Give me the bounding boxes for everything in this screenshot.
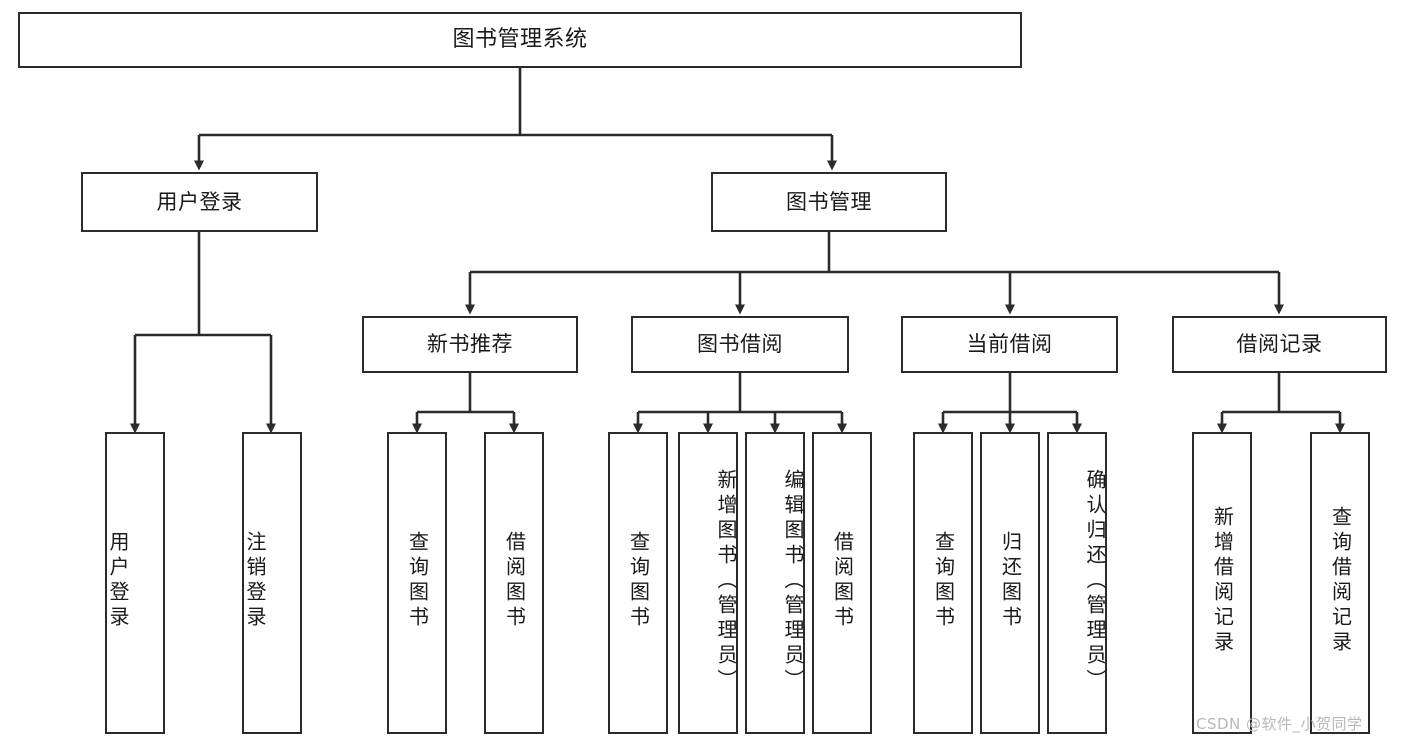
- leaf-query-book-current[interactable]: 查询图书: [913, 432, 973, 734]
- leaf-confirm-return-admin[interactable]: 确认归还（管理员）: [1047, 432, 1107, 734]
- node-current-borrow[interactable]: 当前借阅: [901, 316, 1118, 373]
- leaf-label: 确认归还（管理员）: [1083, 468, 1107, 694]
- leaf-return-book[interactable]: 归还图书: [980, 432, 1040, 734]
- leaf-label: 借阅图书: [830, 531, 855, 631]
- node-borrow-record[interactable]: 借阅记录: [1172, 316, 1387, 373]
- leaf-add-book-admin[interactable]: 新增图书（管理员）: [678, 432, 738, 734]
- node-user-login[interactable]: 用户登录: [81, 172, 318, 232]
- leaf-add-borrow-record[interactable]: 新增借阅记录: [1192, 432, 1252, 734]
- node-root-book-management-system[interactable]: 图书管理系统: [18, 12, 1022, 68]
- leaf-label: 查询借阅记录: [1328, 506, 1353, 656]
- leaf-label: 用户登录: [106, 531, 130, 631]
- leaf-label: 注销登录: [243, 531, 267, 631]
- leaf-label: 归还图书: [998, 531, 1023, 631]
- leaf-query-borrow-record[interactable]: 查询借阅记录: [1310, 432, 1370, 734]
- leaf-query-book-borrow[interactable]: 查询图书: [608, 432, 668, 734]
- node-book-management[interactable]: 图书管理: [711, 172, 947, 232]
- leaf-label: 借阅图书: [502, 531, 527, 631]
- csdn-watermark: CSDN @软件_小贺同学: [1196, 715, 1363, 733]
- leaf-label: 查询图书: [931, 531, 956, 631]
- node-book-borrow[interactable]: 图书借阅: [631, 316, 849, 373]
- leaf-user-logout[interactable]: 注销登录: [242, 432, 302, 734]
- leaf-borrow-book-recommend[interactable]: 借阅图书: [484, 432, 544, 734]
- leaf-edit-book-admin[interactable]: 编辑图书（管理员）: [745, 432, 805, 734]
- leaf-label: 新增借阅记录: [1210, 506, 1235, 656]
- leaf-label: 查询图书: [405, 531, 430, 631]
- leaf-label: 编辑图书（管理员）: [781, 468, 805, 694]
- leaf-label: 查询图书: [626, 531, 651, 631]
- leaf-user-login[interactable]: 用户登录: [105, 432, 165, 734]
- node-new-book-recommend[interactable]: 新书推荐: [362, 316, 578, 373]
- leaf-query-book-recommend[interactable]: 查询图书: [387, 432, 447, 734]
- leaf-borrow-book[interactable]: 借阅图书: [812, 432, 872, 734]
- leaf-label: 新增图书（管理员）: [714, 468, 738, 694]
